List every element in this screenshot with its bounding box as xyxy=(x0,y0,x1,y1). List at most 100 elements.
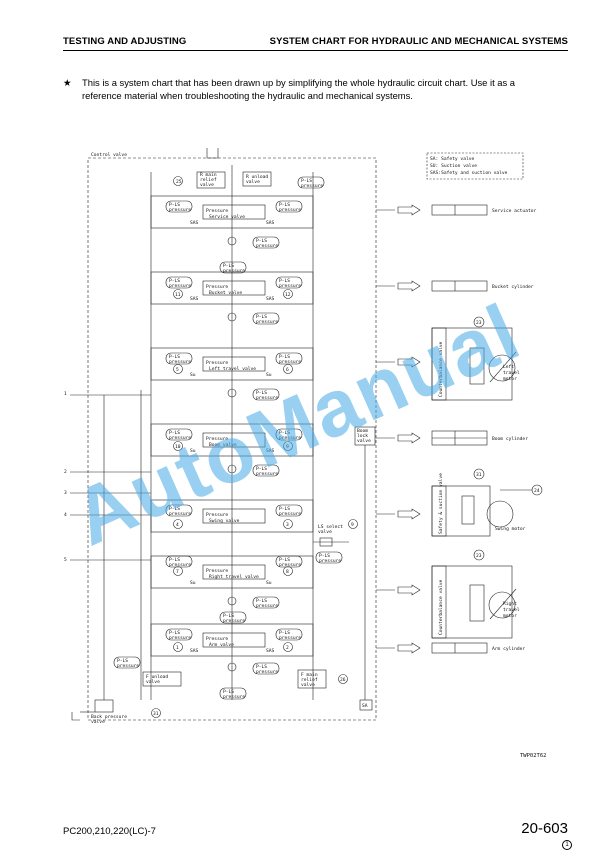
svg-text:3: 3 xyxy=(286,522,289,528)
svg-text:P-LS: P-LS xyxy=(169,557,180,563)
svg-text:travel: travel xyxy=(503,370,520,376)
note-line-2: reference material when troubleshooting … xyxy=(82,90,413,101)
intro-note: ★ This is a system chart that has been d… xyxy=(63,76,575,102)
svg-text:P-LS: P-LS xyxy=(279,630,290,636)
svg-text:SAS: SAS xyxy=(266,296,275,302)
svg-text:F unload: F unload xyxy=(146,674,168,680)
star-icon: ★ xyxy=(63,77,72,88)
svg-text:Bucket valve: Bucket valve xyxy=(209,290,242,296)
svg-text:Right: Right xyxy=(503,601,517,607)
svg-text:LS select: LS select xyxy=(318,524,343,530)
svg-text:pressure: pressure xyxy=(279,436,301,441)
svg-text:31: 31 xyxy=(153,711,159,717)
svg-text:SAS: SAS xyxy=(190,296,199,302)
control-valve-label: Control valve xyxy=(91,152,127,158)
svg-text:pressure: pressure xyxy=(169,512,191,517)
svg-text:travel: travel xyxy=(503,607,520,613)
svg-text:26: 26 xyxy=(340,677,346,683)
svg-text:12: 12 xyxy=(285,292,291,298)
svg-text:R main: R main xyxy=(200,172,217,178)
svg-text:pressure: pressure xyxy=(169,563,191,568)
footer-model: PC200,210,220(LC)-7 xyxy=(63,826,156,837)
arrow-service xyxy=(397,204,421,216)
svg-text:lock: lock xyxy=(357,433,368,439)
svg-text:4: 4 xyxy=(176,522,179,528)
svg-text:Su: Su xyxy=(266,580,272,586)
svg-text:Pressure: Pressure xyxy=(206,512,228,518)
top-tank-symbol xyxy=(206,148,219,159)
bucket-cylinder xyxy=(431,280,488,292)
svg-text:P-LS: P-LS xyxy=(279,557,290,563)
svg-text:10: 10 xyxy=(175,444,181,450)
svg-text:25: 25 xyxy=(176,179,182,185)
svg-text:pressure: pressure xyxy=(279,284,301,289)
arrow-boom xyxy=(397,432,421,444)
svg-text:5: 5 xyxy=(176,367,179,373)
svg-text:valve: valve xyxy=(146,679,160,685)
svg-text:31: 31 xyxy=(476,472,482,478)
svg-text:pressure: pressure xyxy=(256,244,278,249)
svg-text:pressure: pressure xyxy=(169,208,191,213)
svg-text:pressure: pressure xyxy=(256,604,278,609)
svg-text:pressure: pressure xyxy=(279,208,301,213)
svg-text:pressure: pressure xyxy=(169,284,191,289)
arm-section xyxy=(150,623,314,657)
svg-text:23: 23 xyxy=(476,320,482,326)
svg-text:P-LS: P-LS xyxy=(301,178,312,184)
svg-text:P-LS: P-LS xyxy=(256,664,267,670)
legend-box xyxy=(426,152,524,180)
svg-text:Bucket cylinder: Bucket cylinder xyxy=(492,284,534,290)
footer-page-number: 20-603 xyxy=(521,820,568,837)
service-section xyxy=(150,195,314,229)
bucket-section xyxy=(150,271,314,305)
svg-text:Arm cylinder: Arm cylinder xyxy=(492,646,525,652)
svg-text:Pressure: Pressure xyxy=(206,284,228,290)
svg-text:P-LS: P-LS xyxy=(223,263,234,269)
header-section-title: TESTING AND ADJUSTING xyxy=(63,36,187,47)
svg-text:P-LS: P-LS xyxy=(319,553,330,559)
svg-text:pressure: pressure xyxy=(279,636,301,641)
svg-text:valve: valve xyxy=(246,179,260,185)
svg-text:P-LS: P-LS xyxy=(169,354,180,360)
svg-text:P-LS: P-LS xyxy=(256,598,267,604)
figure-code: TWP02T62 xyxy=(520,753,547,759)
svg-text:R unload: R unload xyxy=(246,174,268,180)
svg-text:pressure: pressure xyxy=(256,472,278,477)
svg-text:8: 8 xyxy=(286,569,289,575)
svg-text:valve: valve xyxy=(91,719,105,725)
svg-text:11: 11 xyxy=(175,292,181,298)
svg-text:SAS: SAS xyxy=(266,220,275,226)
svg-text:SAS: SAS xyxy=(266,648,275,654)
right-travel-motor-group xyxy=(431,565,513,639)
header-rule xyxy=(63,50,568,51)
svg-text:P-LS: P-LS xyxy=(279,506,290,512)
svg-text:SA: Safety valve: SA: Safety valve xyxy=(430,156,474,162)
f-unload-box xyxy=(142,671,182,687)
svg-text:9: 9 xyxy=(286,444,289,450)
svg-text:2: 2 xyxy=(286,645,289,651)
svg-text:9: 9 xyxy=(351,522,354,528)
svg-text:P-LS: P-LS xyxy=(169,430,180,436)
swing-section xyxy=(150,499,314,533)
arrow-right-travel xyxy=(397,584,421,596)
svg-text:SAS:Safety and suction valve: SAS:Safety and suction valve xyxy=(430,170,508,176)
svg-text:P-LS: P-LS xyxy=(223,689,234,695)
svg-text:pressure: pressure xyxy=(169,436,191,441)
svg-text:SAS: SAS xyxy=(266,448,275,454)
svg-text:valve: valve xyxy=(200,182,214,188)
boom-lock-box xyxy=(354,426,376,446)
svg-text:Service valve: Service valve xyxy=(209,214,245,220)
svg-text:Pressure: Pressure xyxy=(206,568,228,574)
arrow-left-travel xyxy=(397,356,421,368)
svg-text:Pressure: Pressure xyxy=(206,360,228,366)
svg-text:P-LS: P-LS xyxy=(256,390,267,396)
svg-text:Counterbalance valve: Counterbalance valve xyxy=(438,341,444,397)
svg-text:motor: motor xyxy=(503,613,517,619)
footer-revision: 1 xyxy=(562,840,572,850)
svg-text:pressure: pressure xyxy=(279,563,301,568)
svg-text:P-LS: P-LS xyxy=(169,278,180,284)
svg-text:pressure: pressure xyxy=(279,360,301,365)
header-chart-title: SYSTEM CHART FOR HYDRAULIC AND MECHANICA… xyxy=(269,36,568,47)
svg-text:Back pressure: Back pressure xyxy=(91,714,127,720)
swing-motor xyxy=(486,500,514,528)
